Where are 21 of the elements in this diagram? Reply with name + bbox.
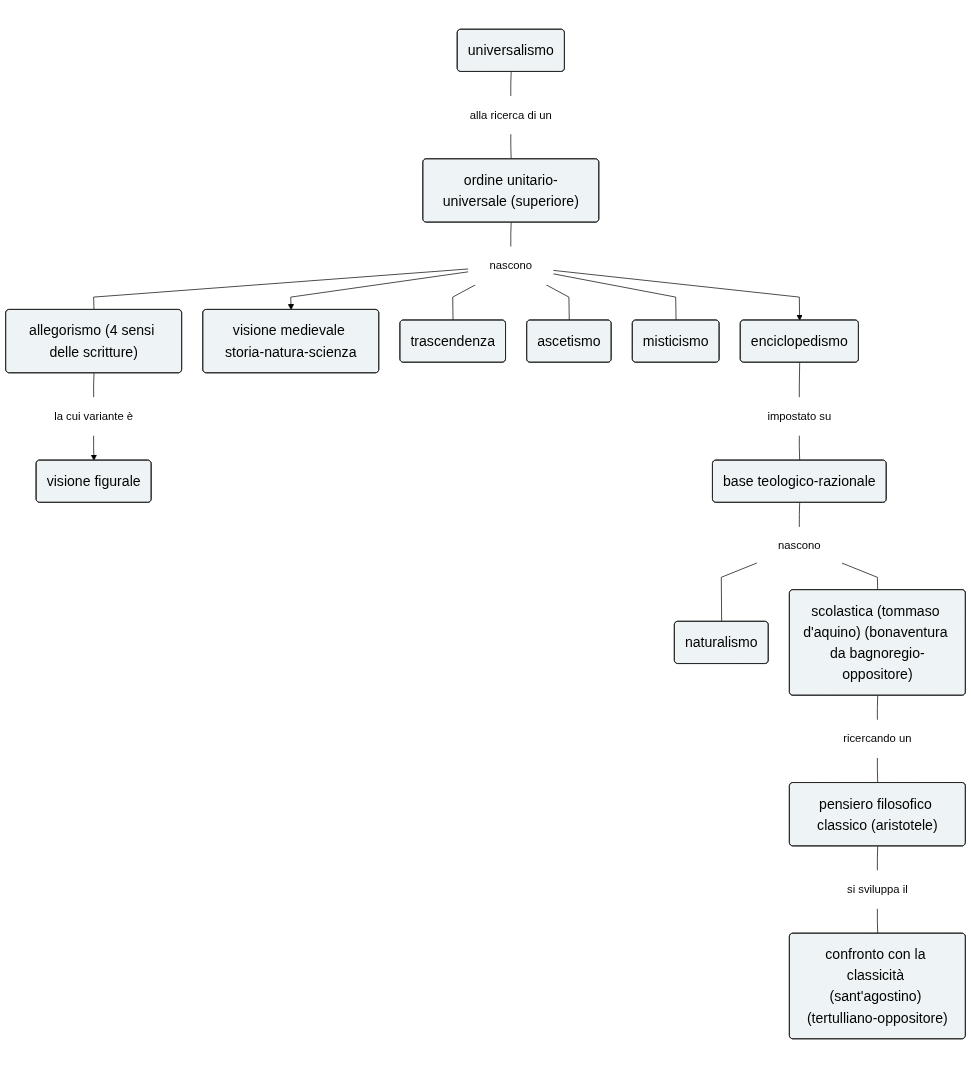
- connector: [877, 695, 879, 721]
- node-text: ricercando un: [843, 732, 912, 745]
- node-text: nascono: [489, 259, 533, 272]
- connector: [877, 845, 879, 871]
- connector: [799, 362, 801, 398]
- connector: [877, 908, 879, 934]
- node-text: si sviluppa il: [847, 883, 908, 896]
- node-text: la cui variante è: [54, 410, 134, 423]
- connector: [841, 562, 879, 591]
- connector: [510, 133, 512, 160]
- connector: [510, 71, 512, 97]
- connector: [799, 502, 801, 528]
- node-text: impostato su: [767, 410, 832, 423]
- connector: [552, 273, 677, 321]
- connector: [877, 757, 879, 784]
- node-text: alla ricerca di un: [469, 108, 552, 121]
- connector: [93, 372, 95, 398]
- connector: [720, 562, 758, 622]
- node-text: nascono: [778, 539, 821, 552]
- connector: [799, 435, 801, 461]
- connector: [510, 222, 512, 248]
